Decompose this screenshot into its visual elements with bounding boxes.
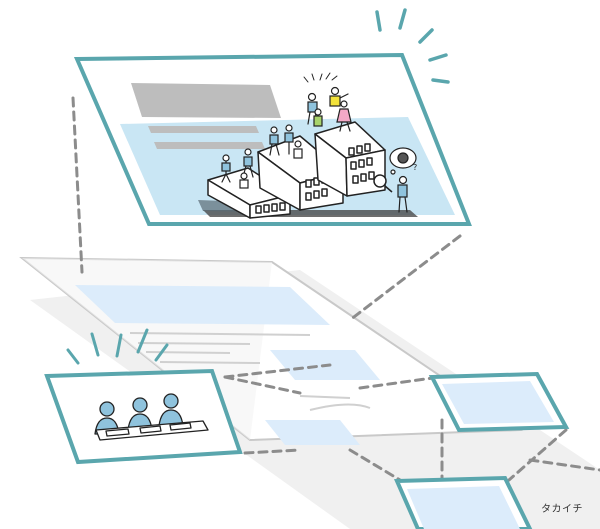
dashed-connectors <box>71 96 600 482</box>
doc-header-block <box>75 285 330 325</box>
small-zoom-panel-top <box>428 371 570 433</box>
burst-lines-icon <box>375 8 450 84</box>
magnifier-icon <box>373 174 393 193</box>
building-right <box>314 121 386 197</box>
meeting-people <box>94 393 209 441</box>
burst-lines-icon <box>66 328 169 365</box>
svg-text:?: ? <box>413 163 417 172</box>
small-zoom-panel-bottom <box>393 475 533 529</box>
climbing-people <box>221 86 408 213</box>
doc-lower-block <box>265 420 360 445</box>
hero-zoom-panel: ? <box>73 52 472 226</box>
artist-signature: タカイチ <box>541 504 583 515</box>
building-left <box>207 167 291 219</box>
thought-bubble-icon: ? <box>389 147 417 175</box>
panel-title-block <box>131 83 281 118</box>
meeting-zoom-panel <box>44 368 243 465</box>
burst-lines-icon <box>303 72 338 83</box>
